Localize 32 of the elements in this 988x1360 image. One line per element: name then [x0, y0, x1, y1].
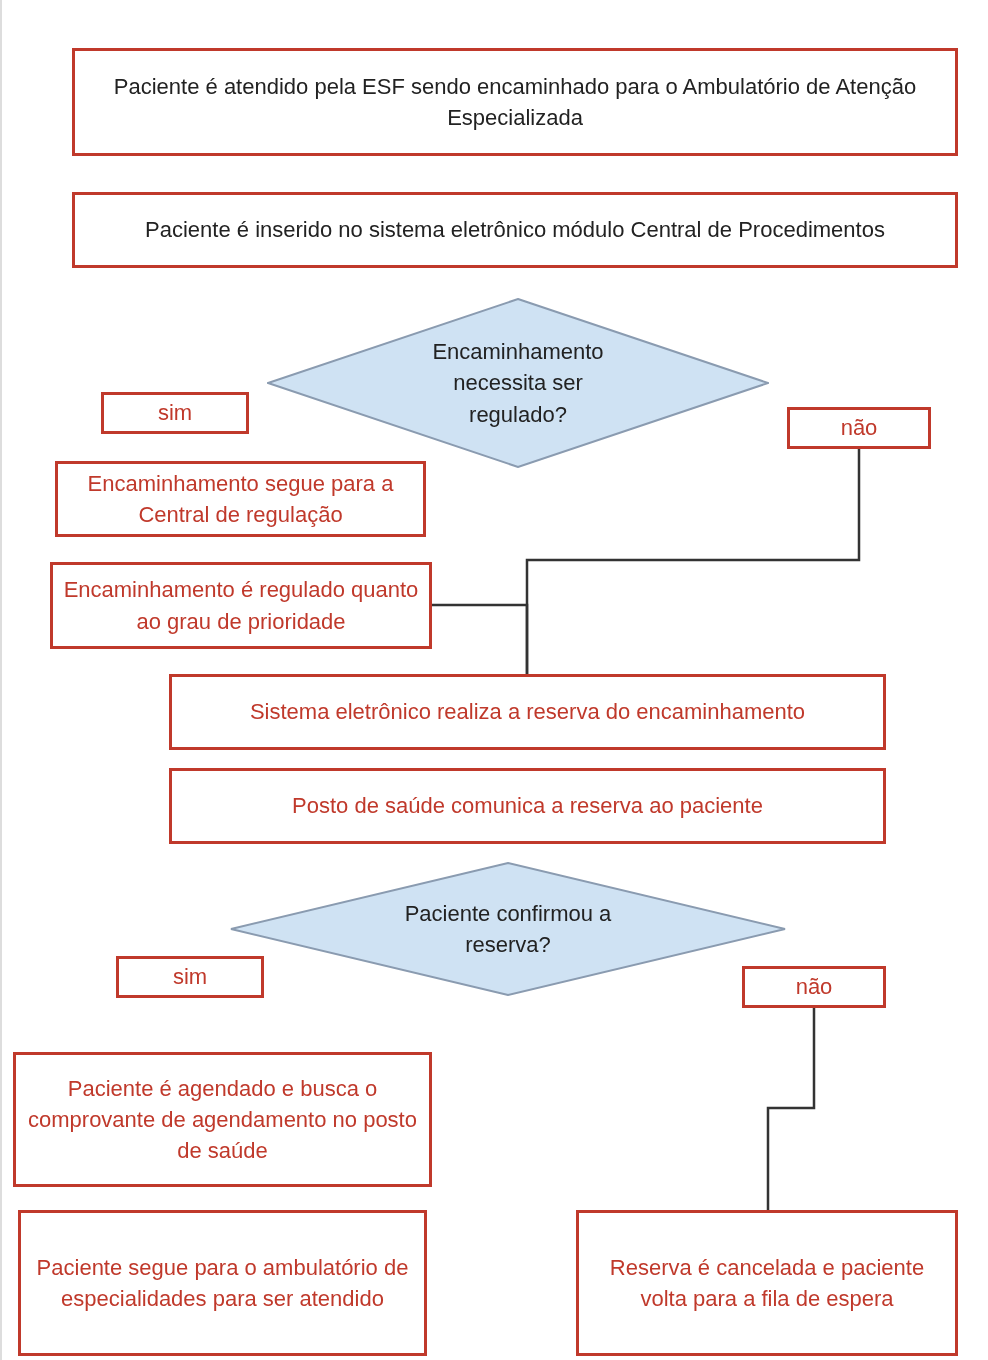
decision-text: Paciente confirmou a reserva? — [403, 899, 613, 959]
box-text: sim — [171, 963, 209, 992]
box-text: sim — [156, 399, 194, 428]
connector-line — [766, 1008, 816, 1210]
process-box — [13, 1052, 432, 1187]
box-text: Reserva é cancelada e paciente volta para a fila de espera — [608, 1253, 926, 1313]
box-text: Paciente segue para o ambulatório de especialidades para ser atendido — [35, 1253, 410, 1313]
process-box — [576, 1210, 958, 1356]
process-box — [72, 192, 958, 268]
box-text: não — [794, 973, 834, 1002]
process-box — [18, 1210, 427, 1356]
box-text: Encaminhamento é regulado quanto ao grau de prioridade — [62, 576, 420, 636]
box-text: Posto de saúde comunica a reserva ao paciente — [291, 792, 764, 821]
process-box — [169, 768, 886, 844]
decision-diamond — [267, 298, 769, 468]
process-box — [101, 392, 249, 434]
box-text: Encaminhamento segue para a Central de regulação — [86, 469, 395, 529]
box-text: Paciente é atendido pela ESF sendo encaminhado para o Ambulatório de Atenção Especializada — [112, 72, 918, 132]
decision-diamond — [230, 862, 786, 996]
decision-text: Encaminhamento necessita ser regulado? — [431, 338, 605, 429]
connector-line — [432, 603, 529, 674]
process-box — [787, 407, 931, 449]
process-box — [742, 966, 886, 1008]
box-text: Paciente é agendado e busca o comprovante de agendamento no posto de saúde — [27, 1074, 418, 1166]
box-text: Paciente é inserido no sistema eletrônico módulo Central de Procedimentos — [144, 216, 886, 245]
process-box — [55, 461, 426, 537]
process-box — [72, 48, 958, 156]
process-box — [116, 956, 264, 998]
process-box — [169, 674, 886, 750]
box-text: Sistema eletrônico realiza a reserva do encaminhamento — [248, 698, 807, 727]
process-box — [50, 562, 432, 649]
box-text: não — [839, 414, 879, 443]
